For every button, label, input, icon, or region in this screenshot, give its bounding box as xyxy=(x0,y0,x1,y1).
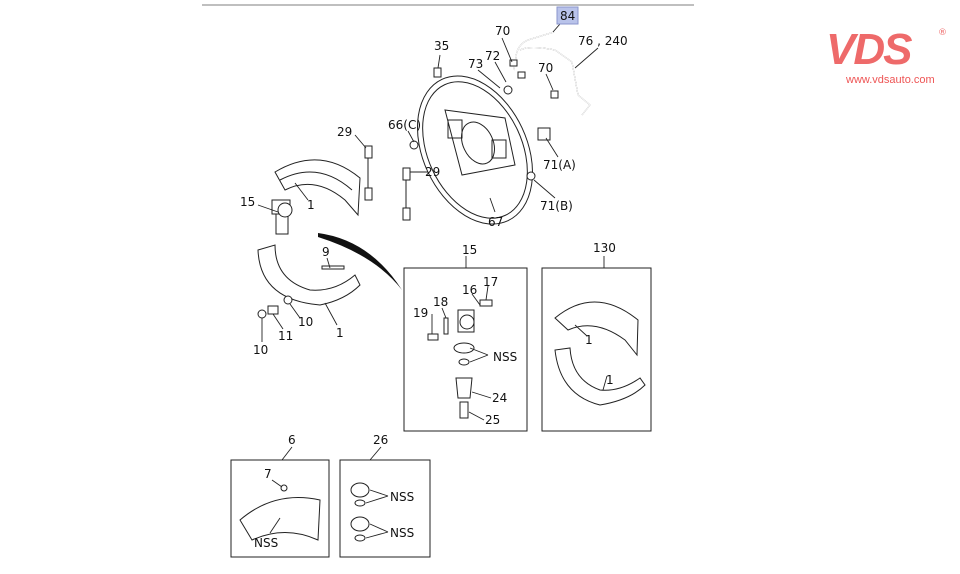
callout-nss: NSS xyxy=(493,350,517,364)
detail-box-130: 130 1 1 xyxy=(541,241,652,432)
callout-1-lower: 1 xyxy=(606,373,614,387)
brake-pipe-76 xyxy=(409,31,591,181)
callout-70b: 70 xyxy=(538,61,553,75)
callout-1: 1 xyxy=(307,198,315,212)
callout-pointer xyxy=(318,233,402,290)
callout-84[interactable]: 84 xyxy=(560,9,575,23)
detail-box-6: 6 7 NSS xyxy=(230,433,330,558)
leader-lines xyxy=(257,23,599,342)
callout-24: 24 xyxy=(492,391,507,405)
backing-plate-67 xyxy=(416,75,534,225)
detail-box-15: 15 17 16 18 19 NSS 24 25 xyxy=(403,243,528,432)
callout-70: 70 xyxy=(495,24,510,38)
callout-nss-a: NSS xyxy=(390,490,414,504)
callout-66c: 66(C) xyxy=(388,118,421,132)
part-84-highlight[interactable] xyxy=(556,6,579,25)
callout-11: 11 xyxy=(278,329,293,343)
callout-73: 73 xyxy=(468,57,483,71)
detail-title-130: 130 xyxy=(593,241,616,255)
callout-35: 35 xyxy=(434,39,449,53)
callout-7: 7 xyxy=(264,467,272,481)
callout-10b: 10 xyxy=(253,343,268,357)
logo-url: www.vdsauto.com xyxy=(846,74,935,86)
springs-29 xyxy=(364,145,411,221)
callout-76-240: 76 , 240 xyxy=(578,34,628,48)
callout-15: 15 xyxy=(240,195,255,209)
detail-title-26: 26 xyxy=(373,433,388,447)
callout-71a: 71(A) xyxy=(543,158,576,172)
callout-18: 18 xyxy=(433,295,448,309)
callout-72: 72 xyxy=(485,49,500,63)
callout-17: 17 xyxy=(483,275,498,289)
callout-10: 10 xyxy=(298,315,313,329)
callout-1-upper: 1 xyxy=(585,333,593,347)
vds-logo: VDS ® www.vdsauto.com xyxy=(826,25,947,87)
callout-16: 16 xyxy=(462,283,477,297)
callout-29: 29 xyxy=(337,125,352,139)
callout-9: 9 xyxy=(322,245,330,259)
callout-67: 67 xyxy=(488,215,503,229)
callout-25: 25 xyxy=(485,413,500,427)
detail-box-26: 26 NSS NSS xyxy=(339,433,431,558)
callout-1b: 1 xyxy=(336,326,344,340)
registered-mark: ® xyxy=(938,28,947,38)
brake-shoe-lower xyxy=(257,244,361,319)
logo-mark: VDS xyxy=(826,25,912,74)
wheel-cylinder-15 xyxy=(271,199,293,235)
callout-nss-b: NSS xyxy=(390,526,414,540)
detail-title-6: 6 xyxy=(288,433,296,447)
brake-shoe-upper xyxy=(274,159,361,217)
callout-71b: 71(B) xyxy=(540,199,573,213)
callout-nss-lining: NSS xyxy=(254,536,278,550)
detail-title-15: 15 xyxy=(462,243,477,257)
callout-29b: 29 xyxy=(425,165,440,179)
callout-19: 19 xyxy=(413,306,428,320)
